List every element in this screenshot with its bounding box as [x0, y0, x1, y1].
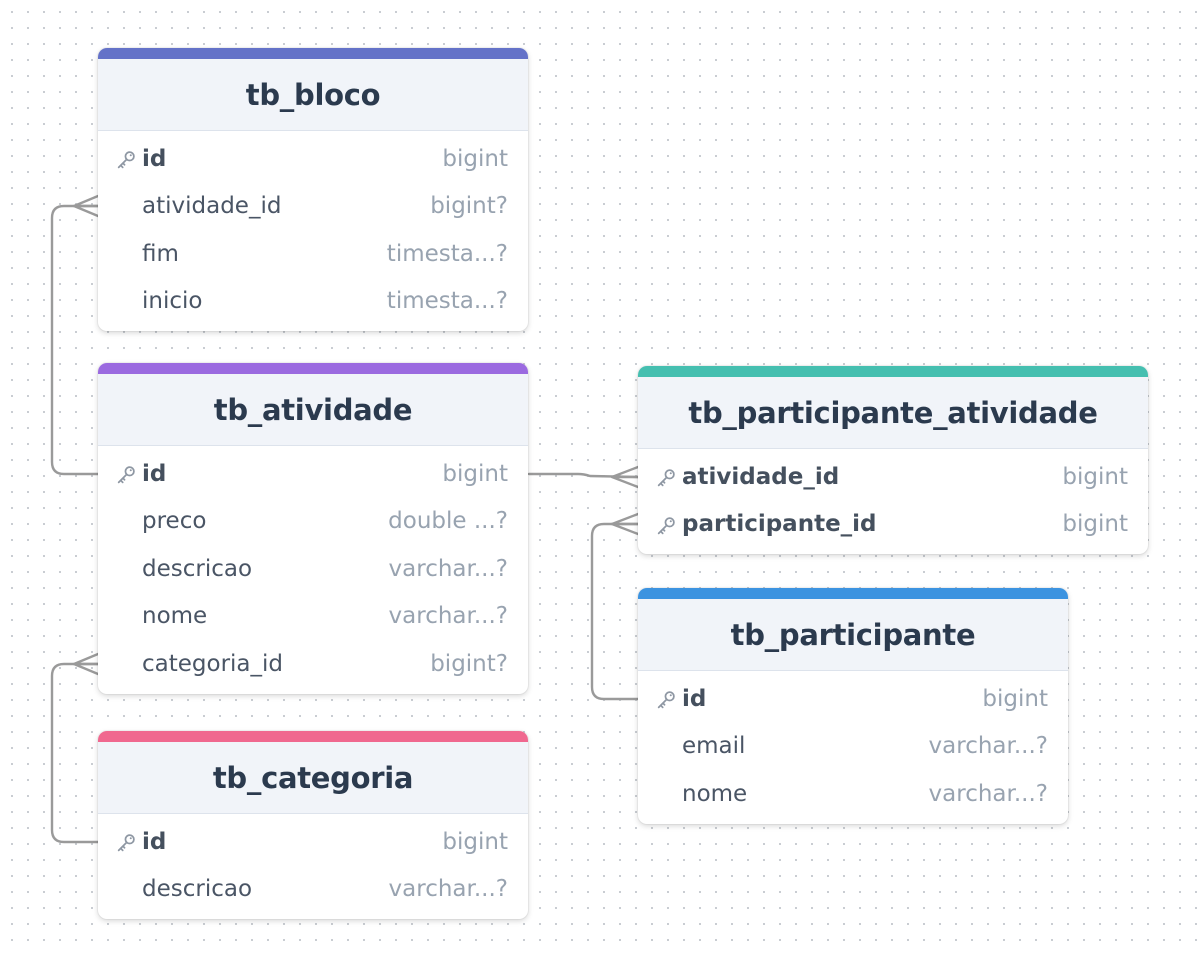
table-header[interactable]: tb_bloco — [98, 59, 528, 131]
column-name: id — [142, 145, 167, 172]
column-row[interactable]: participante_id bigint — [638, 501, 1148, 549]
column-list: id bigint atividade_id bigint? fim timesta...… — [98, 131, 528, 325]
column-type: double ...? — [388, 508, 508, 535]
column-row[interactable]: nome varchar...? — [98, 593, 528, 641]
column-row[interactable]: id bigint — [638, 675, 1068, 723]
table-color-bar — [638, 588, 1068, 599]
column-type: varchar...? — [388, 555, 508, 582]
crows-foot-atividade-categoria-id — [72, 652, 100, 676]
table-color-bar — [98, 363, 528, 374]
column-type: bigint — [442, 828, 508, 855]
column-row[interactable]: atividade_id bigint? — [98, 183, 528, 231]
column-type: varchar...? — [928, 780, 1048, 807]
column-row[interactable]: descricao varchar...? — [98, 545, 528, 593]
column-row[interactable]: inicio timesta...? — [98, 278, 528, 326]
column-name: id — [682, 685, 707, 712]
column-row[interactable]: categoria_id bigint? — [98, 640, 528, 688]
table-color-bar — [638, 366, 1148, 377]
column-row[interactable]: preco double ...? — [98, 498, 528, 546]
key-icon — [655, 467, 677, 489]
table-tb-bloco[interactable]: tb_bloco id bigint atividade_id bigint? fim t… — [98, 48, 528, 331]
column-name: descricao — [142, 555, 253, 582]
column-type: bigint? — [430, 193, 508, 220]
crows-foot-bloco-atividade-id — [72, 194, 100, 218]
table-title: tb_bloco — [245, 77, 381, 112]
key-icon — [115, 149, 137, 171]
table-header[interactable]: tb_participante_atividade — [638, 377, 1148, 449]
table-title: tb_participante_atividade — [688, 395, 1098, 430]
column-row[interactable]: id bigint — [98, 135, 528, 183]
column-name: id — [142, 460, 167, 487]
column-name: atividade_id — [142, 193, 282, 220]
crows-foot-participante-atividade-participante-id — [610, 512, 640, 536]
table-title: tb_categoria — [212, 760, 414, 795]
column-type: varchar...? — [388, 876, 508, 903]
relation-categoria-atividade[interactable] — [50, 662, 100, 844]
column-row[interactable]: email varchar...? — [638, 723, 1068, 771]
column-type: bigint — [1062, 511, 1128, 538]
column-name: email — [682, 733, 746, 760]
table-title: tb_atividade — [213, 392, 413, 427]
relation-atividade-bloco[interactable] — [50, 204, 100, 476]
column-list: id bigint email varchar...? nome varchar...? — [638, 671, 1068, 818]
column-name: atividade_id — [682, 463, 840, 490]
table-color-bar — [98, 48, 528, 59]
column-type: varchar...? — [388, 603, 508, 630]
column-name: descricao — [142, 876, 253, 903]
column-name: fim — [142, 240, 179, 267]
key-icon — [115, 464, 137, 486]
column-name: id — [142, 828, 167, 855]
column-row[interactable]: fim timesta...? — [98, 230, 528, 278]
relation-participante-participante-atividade[interactable] — [590, 522, 640, 701]
table-tb-categoria[interactable]: tb_categoria id bigint descricao varchar...… — [98, 731, 528, 919]
column-list: id bigint descricao varchar...? — [98, 814, 528, 913]
column-row[interactable]: id bigint — [98, 450, 528, 498]
relation-atividade-participante-atividade[interactable] — [527, 472, 640, 479]
table-tb-participante[interactable]: tb_participante id bigint email varchar...?… — [638, 588, 1068, 824]
column-type: bigint? — [430, 650, 508, 677]
table-tb-atividade[interactable]: tb_atividade id bigint preco double ...? des… — [98, 363, 528, 694]
column-row[interactable]: id bigint — [98, 818, 528, 866]
column-type: bigint — [442, 145, 508, 172]
column-name: categoria_id — [142, 650, 284, 677]
table-color-bar — [98, 731, 528, 742]
column-type: bigint — [982, 685, 1048, 712]
column-row[interactable]: atividade_id bigint — [638, 453, 1148, 501]
key-icon — [655, 515, 677, 537]
key-icon — [115, 832, 137, 854]
column-name: participante_id — [682, 511, 877, 538]
column-type: bigint — [1062, 463, 1128, 490]
table-header[interactable]: tb_categoria — [98, 742, 528, 814]
column-name: nome — [682, 780, 748, 807]
column-type: timesta...? — [386, 240, 508, 267]
table-header[interactable]: tb_atividade — [98, 374, 528, 446]
table-title: tb_participante — [730, 617, 976, 652]
column-row[interactable]: descricao varchar...? — [98, 866, 528, 914]
column-name: preco — [142, 508, 207, 535]
column-type: bigint — [442, 460, 508, 487]
column-row[interactable]: nome varchar...? — [638, 770, 1068, 818]
column-name: nome — [142, 603, 208, 630]
key-icon — [655, 689, 677, 711]
table-header[interactable]: tb_participante — [638, 599, 1068, 671]
column-type: timesta...? — [386, 288, 508, 315]
column-name: inicio — [142, 288, 203, 315]
crows-foot-participante-atividade-atividade-id — [610, 465, 640, 489]
column-list: id bigint preco double ...? descricao varchar… — [98, 446, 528, 688]
column-type: varchar...? — [928, 733, 1048, 760]
